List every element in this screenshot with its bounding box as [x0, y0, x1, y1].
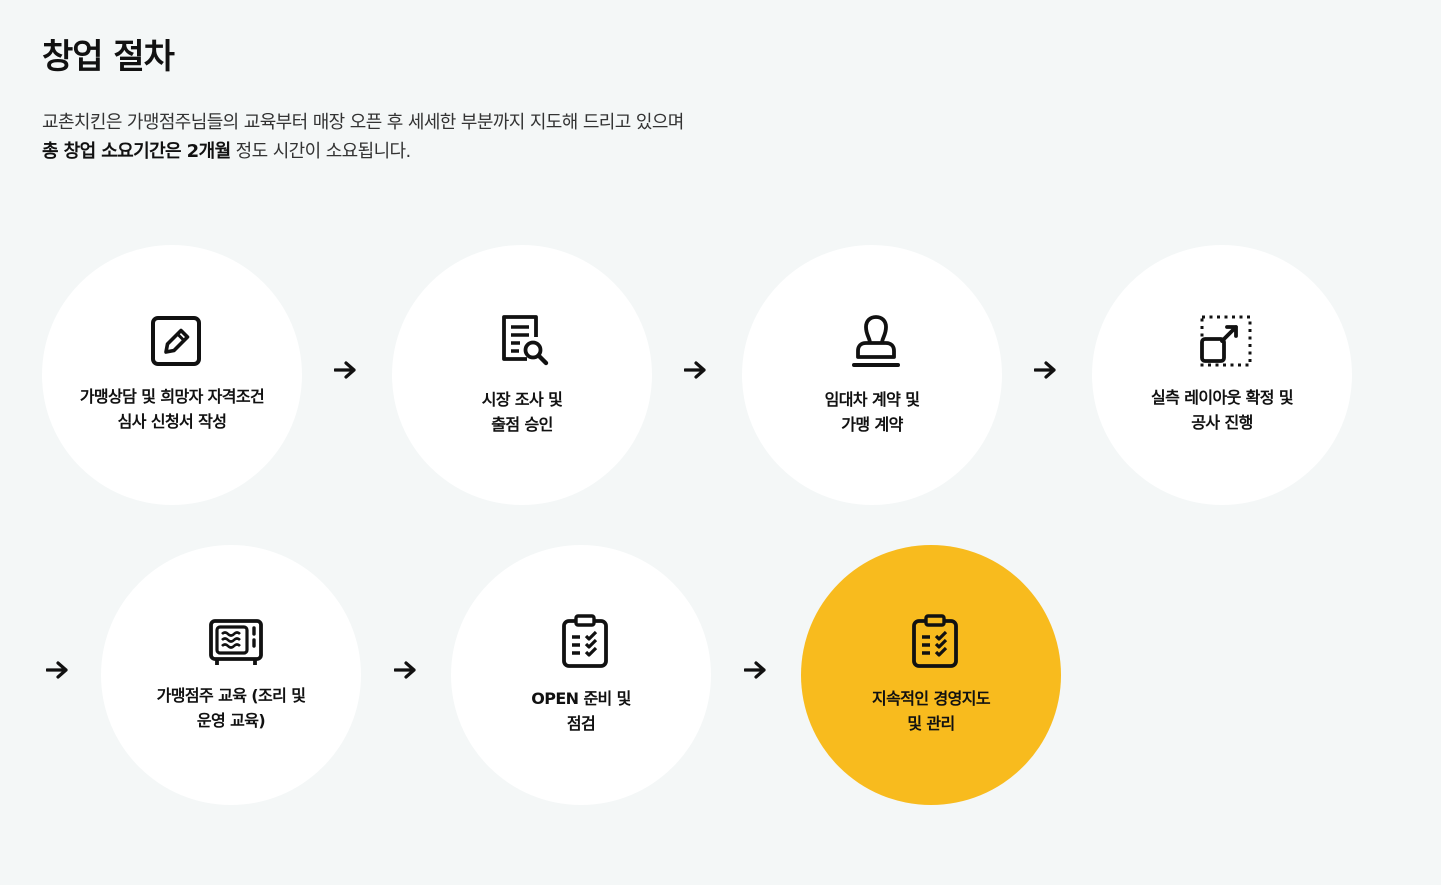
edit-icon — [151, 316, 201, 366]
step-owner-training: 가맹점주 교육 (조리 및 운영 교육) — [101, 545, 361, 805]
document-search-icon — [502, 315, 549, 366]
description-line-1: 교촌치킨은 가맹점주님들의 교육부터 매장 오픈 후 세세한 부분까지 지도해 … — [42, 112, 684, 133]
step-label: 지속적인 경영지도 및 관리 — [872, 689, 991, 733]
arrow-right-icon — [1034, 361, 1056, 379]
page-description: 교촌치킨은 가맹점주님들의 교육부터 매장 오픈 후 세세한 부분까지 지도해 … — [42, 108, 684, 166]
step-label: OPEN 준비 및 점검 — [531, 689, 631, 733]
oven-icon — [209, 619, 263, 665]
page-title: 창업 절차 — [42, 37, 175, 77]
step-label: 실측 레이아웃 확정 및 공사 진행 — [1151, 388, 1294, 432]
step-open-preparation: OPEN 준비 및 점검 — [451, 545, 711, 805]
clipboard-check-icon — [912, 614, 958, 668]
step-layout-construction: 실측 레이아웃 확정 및 공사 진행 — [1092, 245, 1352, 505]
arrow-right-icon — [46, 661, 68, 679]
step-ongoing-management: 지속적인 경영지도 및 관리 — [801, 545, 1061, 805]
step-market-research: 시장 조사 및 출점 승인 — [392, 245, 652, 505]
arrow-right-icon — [744, 661, 766, 679]
step-label: 임대차 계약 및 가맹 계약 — [824, 390, 920, 434]
stamp-icon — [852, 315, 900, 367]
arrow-right-icon — [334, 361, 356, 379]
step-label: 시장 조사 및 출점 승인 — [481, 390, 563, 434]
description-highlight: 총 창업 소요기간은 2개월 — [42, 141, 231, 162]
step-label: 가맹상담 및 희망자 자격조건 심사 신청서 작성 — [79, 387, 265, 431]
step-contract: 임대차 계약 및 가맹 계약 — [742, 245, 1002, 505]
arrow-right-icon — [684, 361, 706, 379]
clipboard-check-icon — [562, 614, 608, 668]
arrow-right-icon — [394, 661, 416, 679]
resize-icon — [1200, 315, 1252, 367]
step-label: 가맹점주 교육 (조리 및 운영 교육) — [156, 686, 306, 730]
description-line-2: 정도 시간이 소요됩니다. — [230, 141, 412, 162]
step-consultation: 가맹상담 및 희망자 자격조건 심사 신청서 작성 — [42, 245, 302, 505]
